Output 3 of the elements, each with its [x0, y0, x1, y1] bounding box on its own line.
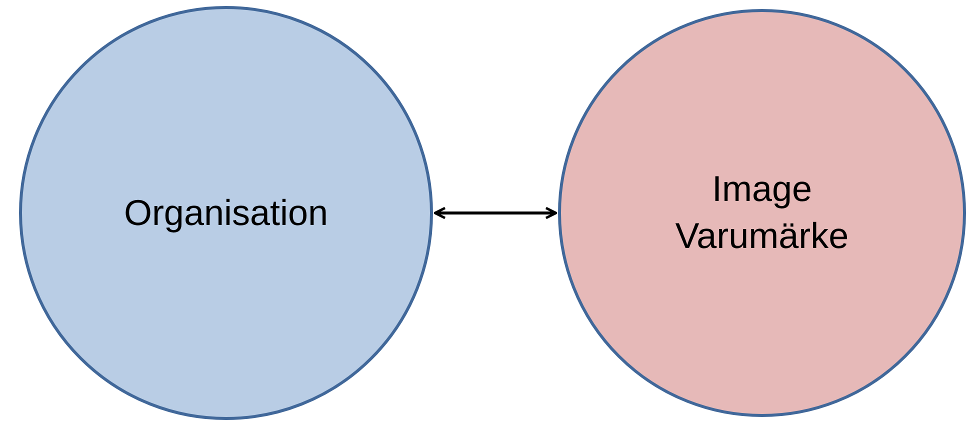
- double-arrow: [434, 206, 558, 220]
- node-label: Image Varumärke: [674, 167, 850, 258]
- node-label: Organisation: [124, 190, 328, 235]
